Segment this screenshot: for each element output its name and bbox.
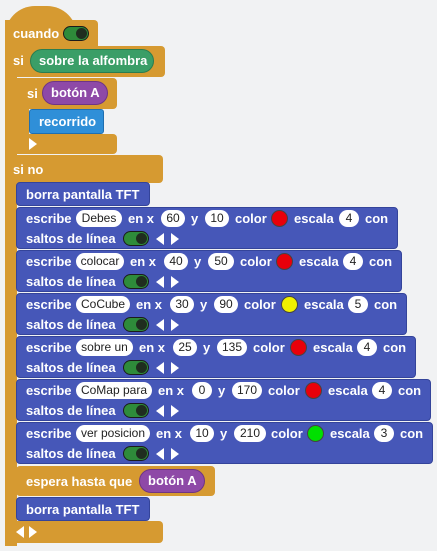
write-text-input[interactable]: sobre un — [76, 339, 133, 356]
collapse-left-icon[interactable] — [156, 276, 164, 288]
scale-input[interactable]: 4 — [339, 210, 359, 227]
if-inner-expand-icon[interactable] — [29, 138, 37, 150]
y-input[interactable]: 90 — [214, 296, 238, 313]
wrap-toggle[interactable] — [123, 231, 149, 246]
hat-toggle[interactable] — [63, 26, 89, 41]
wait-until-label: espera hasta que — [26, 474, 133, 489]
wrap-toggle[interactable] — [123, 403, 149, 418]
x-input[interactable]: 0 — [192, 382, 212, 399]
x-input[interactable]: 60 — [161, 210, 185, 227]
x-input[interactable]: 40 — [164, 253, 188, 270]
expand-right-icon[interactable] — [171, 362, 179, 374]
collapse-left-icon[interactable] — [156, 405, 164, 417]
wrap-toggle[interactable] — [123, 446, 149, 461]
clear-screen-block-2[interactable]: borra pantalla TFT — [16, 497, 150, 521]
x-input[interactable]: 30 — [170, 296, 194, 313]
if-outer-footer — [5, 521, 163, 543]
if-outer-collapse-icon[interactable] — [16, 526, 24, 538]
color-swatch[interactable] — [307, 425, 324, 442]
expand-right-icon[interactable] — [171, 233, 179, 245]
expand-right-icon[interactable] — [171, 276, 179, 288]
if-outer-expand-icon[interactable] — [29, 526, 37, 538]
y-input[interactable]: 135 — [217, 339, 247, 356]
expand-right-icon[interactable] — [171, 405, 179, 417]
expand-right-icon[interactable] — [171, 448, 179, 460]
if-outer-label: si — [13, 53, 24, 68]
scale-input[interactable]: 4 — [357, 339, 377, 356]
scale-input[interactable]: 4 — [372, 382, 392, 399]
collapse-left-icon[interactable] — [156, 362, 164, 374]
condition-boton-a[interactable]: botón A — [42, 81, 108, 105]
hat-label: cuando — [13, 26, 60, 41]
x-input[interactable]: 25 — [173, 339, 197, 356]
color-swatch[interactable] — [281, 296, 298, 313]
if-outer-spine — [5, 76, 17, 546]
write-text-input[interactable]: ver posicion — [76, 425, 150, 442]
x-input[interactable]: 10 — [190, 425, 214, 442]
scale-input[interactable]: 3 — [374, 425, 394, 442]
y-input[interactable]: 210 — [234, 425, 266, 442]
else-header[interactable] — [5, 155, 163, 183]
collapse-left-icon[interactable] — [156, 233, 164, 245]
condition-boton-a[interactable]: botón A — [139, 469, 205, 493]
color-swatch[interactable] — [271, 210, 288, 227]
color-swatch[interactable] — [290, 339, 307, 356]
wrap-toggle[interactable] — [123, 360, 149, 375]
write-text-input[interactable]: colocar — [76, 253, 124, 270]
write-text-input[interactable]: Debes — [76, 210, 122, 227]
collapse-left-icon[interactable] — [156, 448, 164, 460]
y-input[interactable]: 10 — [205, 210, 229, 227]
wrap-toggle[interactable] — [123, 317, 149, 332]
color-swatch[interactable] — [276, 253, 293, 270]
color-swatch[interactable] — [305, 382, 322, 399]
if-inner-spine — [17, 108, 29, 138]
scale-input[interactable]: 5 — [348, 296, 368, 313]
if-inner-label: si — [27, 86, 38, 101]
y-input[interactable]: 170 — [232, 382, 262, 399]
if-inner-footer — [17, 134, 117, 154]
recorrido-block[interactable]: recorrido — [29, 109, 104, 134]
write-text-input[interactable]: CoMap para — [76, 382, 152, 399]
write-text-input[interactable]: CoCube — [76, 296, 130, 313]
clear-screen-block-1[interactable]: borra pantalla TFT — [16, 182, 150, 206]
y-input[interactable]: 50 — [208, 253, 234, 270]
else-label: si no — [13, 162, 44, 177]
wrap-toggle[interactable] — [123, 274, 149, 289]
scale-input[interactable]: 4 — [343, 253, 363, 270]
collapse-left-icon[interactable] — [156, 319, 164, 331]
condition-sobre-alfombra[interactable]: sobre la alfombra — [30, 49, 154, 73]
expand-right-icon[interactable] — [171, 319, 179, 331]
